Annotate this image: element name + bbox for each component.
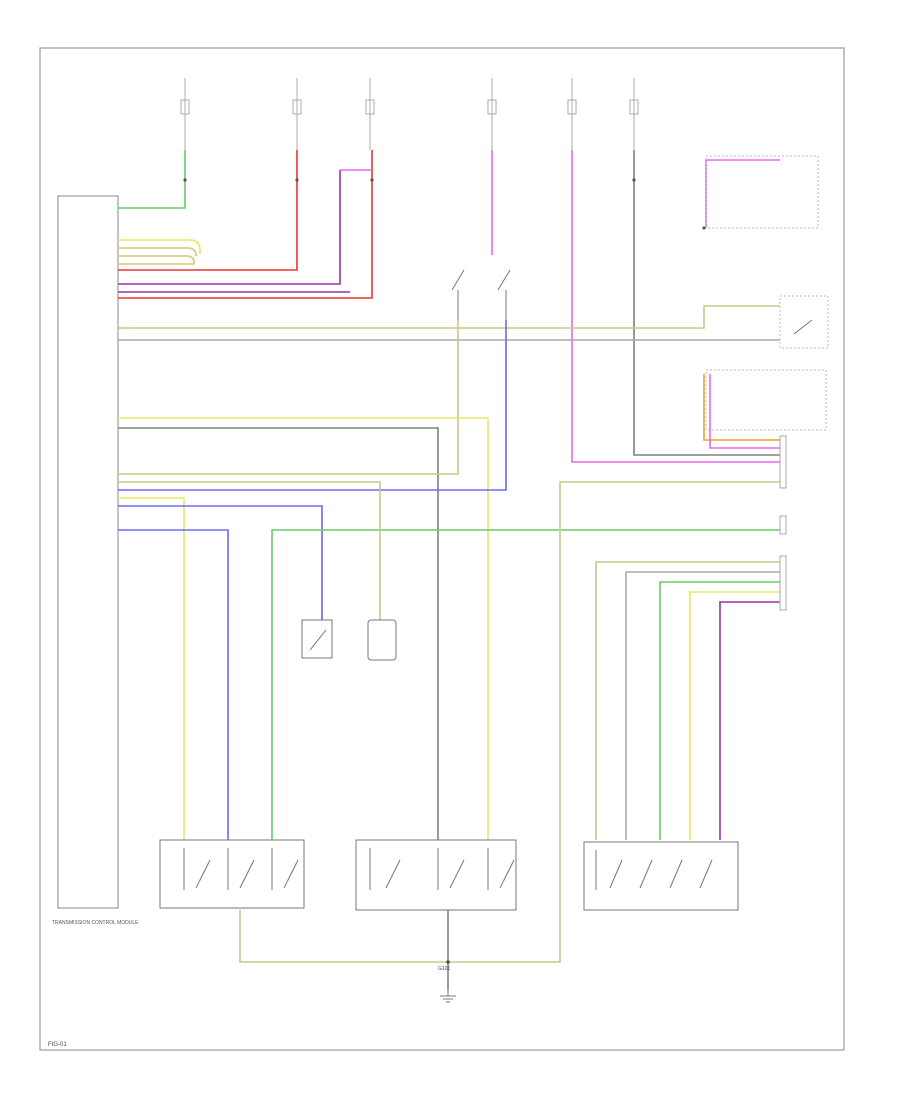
wire-yellow-4 [689, 591, 780, 840]
brake-switch-contacts [451, 269, 511, 320]
right-connector-3 [779, 555, 787, 611]
wire-tan-4 [595, 561, 780, 840]
fuse-4 [487, 78, 497, 150]
wire-yellow-loop-3 [118, 255, 195, 265]
wire-tan-2 [118, 320, 459, 475]
fuse-5 [567, 78, 577, 150]
wire-yellow-2 [118, 417, 489, 840]
program-switch-contacts [369, 848, 515, 890]
wire-green-2 [271, 529, 780, 840]
fuse-3 [365, 78, 375, 150]
wire-gray-1 [633, 150, 780, 456]
ground-symbol [440, 990, 456, 1003]
wire-gray-5 [625, 571, 780, 840]
wire-yellow-loop-2 [118, 247, 197, 257]
wire-pink-3 [705, 159, 780, 228]
wire-blue-3 [118, 529, 229, 840]
wire-yellow-loop-1 [118, 239, 201, 254]
wire-orange-1 [703, 374, 780, 441]
components [159, 155, 829, 1003]
right-connector-2 [779, 515, 787, 535]
fuse-2 [292, 78, 302, 150]
wire-pink-2 [571, 150, 780, 463]
transmission-control-module: TRANSMISSION CONTROL MODULE [52, 195, 139, 926]
wire-tan-ground [239, 481, 780, 963]
wire-pink-4 [709, 374, 780, 449]
figure-code: FIG-01 [48, 1042, 67, 1048]
wires [118, 150, 780, 990]
wire-gray-3 [118, 427, 439, 840]
diagram-frame [39, 47, 845, 1051]
shift-lock-solenoid [301, 619, 333, 659]
right-connector [779, 435, 787, 489]
wire-blue-1 [118, 320, 507, 491]
wire-blue-2 [118, 505, 323, 620]
wire-red-2 [118, 150, 373, 299]
ground-label: G101 [438, 966, 450, 972]
fuse-6 [629, 78, 639, 150]
middle-right-component [705, 369, 827, 431]
wire-tan-1 [118, 305, 780, 329]
splice-points [183, 178, 706, 964]
tcm-label: TRANSMISSION CONTROL MODULE [52, 920, 139, 926]
wire-violet-4 [719, 601, 780, 840]
wire-green-3 [659, 581, 780, 840]
wire-red-1 [118, 150, 298, 271]
upper-right-component [705, 155, 819, 229]
selector-switch-contacts [595, 850, 713, 890]
top-fuses [180, 78, 639, 150]
wire-yellow-3 [118, 497, 185, 840]
wire-green-1 [118, 150, 186, 209]
kickdown-switch-contacts [183, 848, 299, 890]
wire-tan-3 [118, 481, 381, 620]
transmission-relay [779, 295, 829, 349]
fuse-1 [180, 78, 190, 150]
selector-lever-switch [583, 841, 739, 911]
shift-lock-sensor [367, 619, 397, 661]
wire-violet-1 [118, 170, 341, 285]
kickdown-switch [159, 839, 305, 909]
program-switch [355, 839, 517, 911]
